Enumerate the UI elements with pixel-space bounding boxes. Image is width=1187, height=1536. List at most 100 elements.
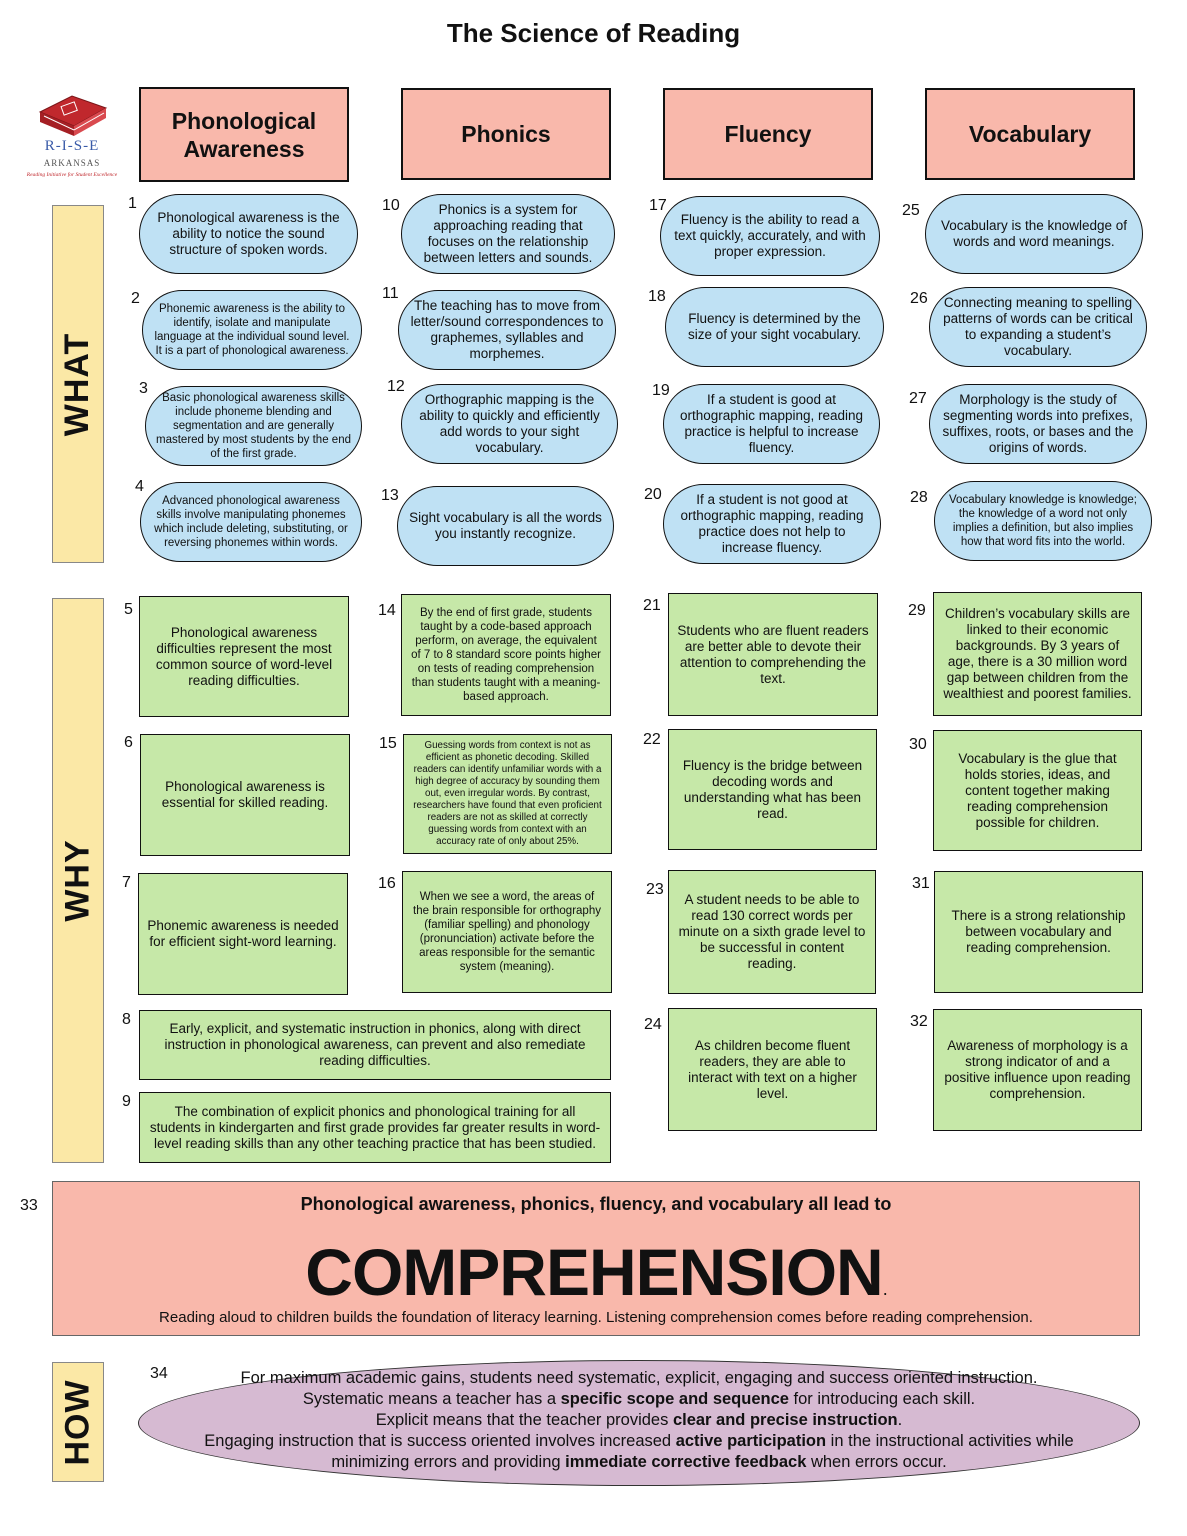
how-oval bbox=[138, 1360, 1140, 1486]
comprehension-foot: Reading aloud to children builds the fou… bbox=[159, 1309, 1033, 1326]
item-number: 21 bbox=[643, 597, 661, 614]
what-pill: The teaching has to move from letter/sou… bbox=[398, 290, 616, 370]
item-number: 2 bbox=[131, 290, 140, 307]
comprehension-banner: Phonological awareness, phonics, fluency… bbox=[52, 1181, 1140, 1336]
what-pill: Phonological awareness is the ability to… bbox=[139, 194, 358, 274]
item-number: 32 bbox=[910, 1013, 928, 1030]
item-number: 13 bbox=[381, 487, 399, 504]
header-phonics: Phonics bbox=[401, 88, 611, 180]
comprehension-word-text: COMPREHENSION bbox=[305, 1235, 883, 1309]
comprehension-lead: Phonological awareness, phonics, fluency… bbox=[300, 1194, 892, 1214]
why-box: When we see a word, the areas of the bra… bbox=[402, 871, 612, 993]
why-box: Phonological awareness difficulties repr… bbox=[139, 596, 349, 717]
why-box: Children’s vocabulary skills are linked … bbox=[933, 592, 1142, 716]
how-line-5: minimizing errors and providing immediat… bbox=[138, 1452, 1140, 1473]
header-vocabulary: Vocabulary bbox=[925, 88, 1135, 180]
section-why-label: WHY bbox=[58, 839, 97, 922]
how-line-5-a: minimizing errors and providing bbox=[331, 1453, 566, 1471]
why-box: Fluency is the bridge between decoding w… bbox=[668, 729, 877, 850]
item-number: 3 bbox=[139, 380, 148, 397]
why-box: Students who are fluent readers are bett… bbox=[668, 593, 878, 716]
item-number: 30 bbox=[909, 736, 927, 753]
item-number: 7 bbox=[122, 874, 131, 891]
what-pill: If a student is good at orthographic map… bbox=[663, 384, 880, 464]
how-line-4-a: Engaging instruction that is success ori… bbox=[204, 1432, 676, 1450]
logo-state: ARKANSAS bbox=[43, 158, 101, 168]
item-number: 26 bbox=[910, 290, 928, 307]
item-number: 5 bbox=[124, 601, 133, 618]
item-number: 11 bbox=[382, 285, 399, 302]
how-line-2: Systematic means a teacher has a specifi… bbox=[138, 1389, 1140, 1410]
book-icon bbox=[38, 95, 108, 136]
what-pill: Vocabulary knowledge is knowledge; the k… bbox=[934, 481, 1152, 561]
header-phonological-awareness: Phonological Awareness bbox=[139, 87, 349, 182]
item-number: 8 bbox=[122, 1011, 131, 1028]
what-pill: Basic phonological awareness skills incl… bbox=[145, 386, 362, 466]
header-fluency: Fluency bbox=[663, 88, 873, 180]
what-pill: If a student is not good at orthographic… bbox=[663, 484, 881, 564]
why-box: Vocabulary is the glue that holds storie… bbox=[933, 730, 1142, 851]
how-line-2-a: Systematic means a teacher has a bbox=[302, 1390, 561, 1408]
how-line-2-c: for introducing each skill. bbox=[788, 1390, 976, 1408]
item-number: 29 bbox=[908, 602, 926, 619]
item-number: 16 bbox=[378, 875, 396, 892]
item-number: 9 bbox=[122, 1093, 131, 1110]
why-box: Awareness of morphology is a strong indi… bbox=[933, 1009, 1142, 1131]
why-box: Phonemic awareness is needed for efficie… bbox=[138, 873, 348, 995]
item-number: 31 bbox=[912, 875, 930, 892]
item-number: 27 bbox=[909, 390, 927, 407]
how-line-2-bold: specific scope and sequence bbox=[560, 1390, 789, 1408]
what-pill: Fluency is the ability to read a text qu… bbox=[660, 196, 880, 276]
how-line-5-bold: immediate corrective feedback bbox=[565, 1453, 807, 1471]
section-what: WHAT bbox=[52, 205, 104, 563]
rise-arkansas-logo: R-I-S-E ARKANSAS Reading Initiative for … bbox=[22, 92, 122, 192]
item-number: 12 bbox=[387, 378, 405, 395]
comprehension-period: . bbox=[882, 1279, 888, 1299]
what-pill: Connecting meaning to spelling patterns … bbox=[929, 287, 1147, 367]
how-text: For maximum academic gains, students nee… bbox=[138, 1368, 1140, 1473]
what-pill: Vocabulary is the knowledge of words and… bbox=[925, 194, 1143, 274]
item-number: 6 bbox=[124, 734, 133, 751]
section-how-label: HOW bbox=[58, 1378, 97, 1466]
item-number: 23 bbox=[646, 881, 664, 898]
item-number: 20 bbox=[644, 486, 662, 503]
how-line-3-a: Explicit means that the teacher provides bbox=[375, 1411, 673, 1429]
how-line-4: Engaging instruction that is success ori… bbox=[138, 1431, 1140, 1452]
item-number: 28 bbox=[910, 489, 928, 506]
why-box: There is a strong relationship between v… bbox=[934, 871, 1143, 993]
section-how: HOW bbox=[52, 1362, 104, 1482]
what-pill: Phonemic awareness is the ability to ide… bbox=[142, 290, 362, 370]
item-number: 19 bbox=[652, 382, 670, 399]
how-line-3: Explicit means that the teacher provides… bbox=[138, 1410, 1140, 1431]
why-box: Guessing words from context is not as ef… bbox=[403, 734, 612, 854]
how-line-3-bold: clear and precise instruction bbox=[672, 1411, 898, 1429]
how-line-3-c: . bbox=[897, 1411, 903, 1429]
item-number: 15 bbox=[379, 735, 397, 752]
why-box: As children become fluent readers, they … bbox=[668, 1008, 877, 1131]
logo-name: R-I-S-E bbox=[44, 138, 100, 154]
item-number: 17 bbox=[649, 197, 667, 214]
why-box: Phonological awareness is essential for … bbox=[140, 734, 350, 856]
how-line-1: For maximum academic gains, students nee… bbox=[240, 1369, 1038, 1387]
how-line-5-c: when errors occur. bbox=[806, 1453, 947, 1471]
how-line-4-c: in the instructional activities while bbox=[826, 1432, 1074, 1450]
item-number: 4 bbox=[135, 478, 144, 495]
item-number: 22 bbox=[643, 731, 661, 748]
why-box: Early, explicit, and systematic instruct… bbox=[139, 1010, 611, 1080]
item-number: 33 bbox=[20, 1197, 38, 1214]
page-title: The Science of Reading bbox=[446, 18, 741, 48]
comprehension-word: COMPREHENSION. bbox=[53, 1234, 1139, 1310]
section-what-label: WHAT bbox=[58, 332, 97, 436]
what-pill: Advanced phonological awareness skills i… bbox=[140, 482, 362, 562]
why-box: A student needs to be able to read 130 c… bbox=[668, 870, 876, 994]
item-number: 34 bbox=[150, 1365, 168, 1382]
why-box: The combination of explicit phonics and … bbox=[139, 1092, 611, 1163]
how-line-4-bold: active participation bbox=[675, 1432, 827, 1450]
logo-tagline: Reading Initiative for Student Excellenc… bbox=[26, 172, 118, 178]
section-why: WHY bbox=[52, 598, 104, 1163]
why-box: By the end of first grade, students taug… bbox=[401, 594, 611, 716]
item-number: 1 bbox=[128, 195, 137, 212]
item-number: 24 bbox=[644, 1016, 662, 1033]
what-pill: Orthographic mapping is the ability to q… bbox=[401, 384, 618, 464]
item-number: 10 bbox=[382, 197, 400, 214]
